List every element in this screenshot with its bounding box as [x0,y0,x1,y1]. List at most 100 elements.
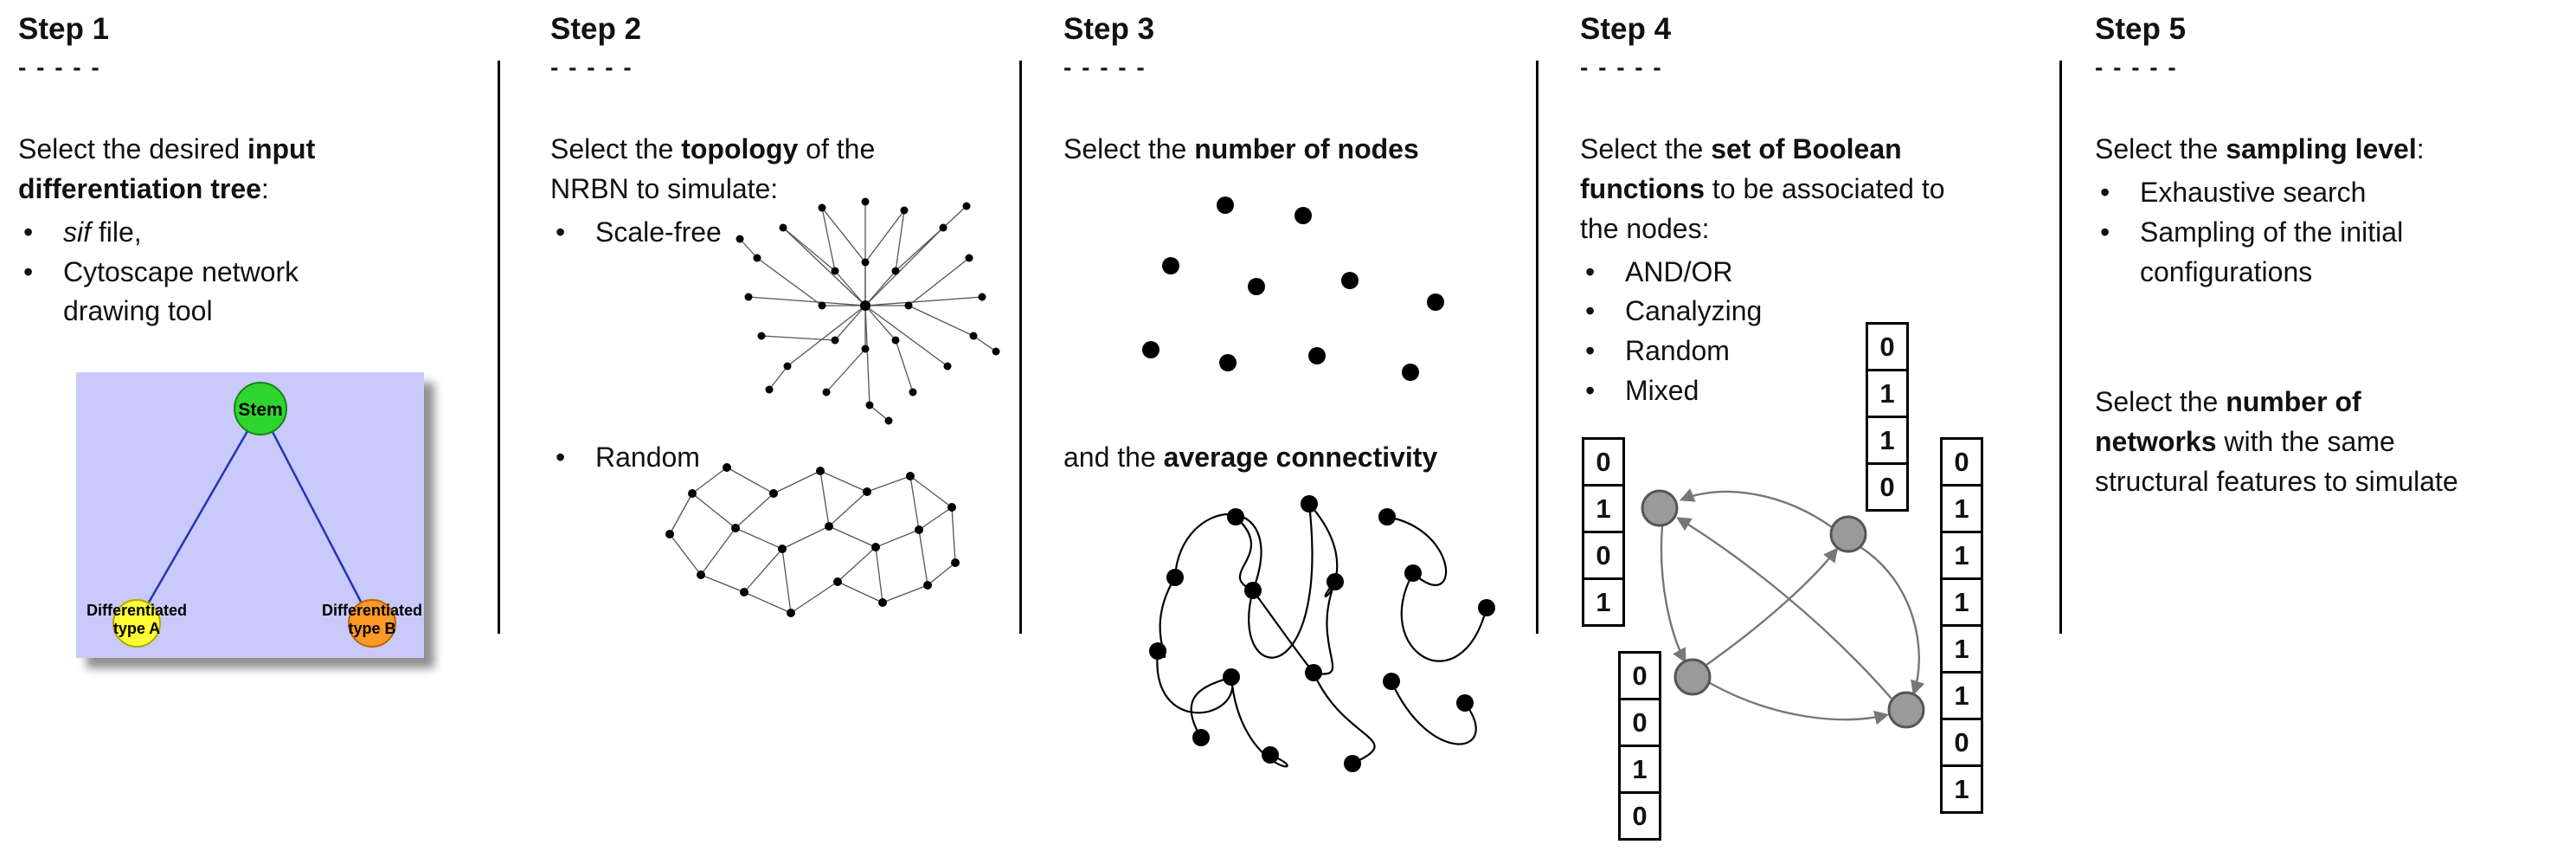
random-edges [669,467,956,614]
bullet-text: Scale-free [595,213,1005,253]
boolean-network-figure: 0 1 0 1 0 1 1 0 0 1 1 1 1 1 0 1 0 0 1 0 [1575,312,2003,851]
boolean-network-arrows [1660,488,1925,725]
bullet-marker: • [23,216,34,248]
text: configurations [2140,255,2313,287]
network-node [1641,489,1679,527]
connectivity-tangle-figure [1127,478,1530,785]
network-node [1829,515,1867,553]
step5-intro: Select the sampling level: [2095,130,2569,170]
text: AND/OR [1625,255,1733,287]
table-cell: 0 [1618,651,1661,700]
table-cell: 1 [1582,484,1625,533]
text: Scale-free [595,216,722,248]
type-b-label-line1: Differentiated [322,602,422,619]
table-cell: 0 [1940,437,1983,487]
table-cell: 1 [1940,671,1983,720]
type-a-label-line2: type A [113,620,160,637]
step1-heading: Step 1 [18,12,110,46]
bullet-item: • Exhaustive search [2095,173,2569,213]
step3-column: Step 3 - - - - - Select the number of no… [1063,12,1600,835]
step2-column: Step 2 - - - - - Select the topology of … [550,12,1005,835]
bullet-text: Mixed [1625,371,2039,411]
type-a-label-line1: Differentiated [87,602,187,619]
scale-free-nodes [736,197,1000,425]
bullet-item: • Mixed [1580,371,2039,411]
text: to be associated to [1704,173,1945,204]
bullet-text: Exhaustive search [2140,173,2569,213]
table-cell: 1 [1866,369,1909,418]
table-cell: 1 [1940,577,1983,627]
bullet-text: Canalyzing [1625,292,2039,332]
text: and the [1063,442,1164,473]
text-bold: differentiation tree [18,173,261,204]
table-cell: 0 [1582,437,1625,487]
stem-node-label: Stem [238,400,282,420]
bullet-text: Random [1625,332,2039,371]
table-cell: 0 [1866,322,1909,371]
type-a-node [112,599,161,648]
truth-table-top: 0 1 1 0 [1866,322,1909,512]
random-network-svg [665,463,960,617]
bullet-marker: • [23,255,34,287]
step4-column: Step 4 - - - - - Select the set of Boole… [1580,12,2039,835]
tree-edge [135,408,262,624]
text: Cytoscape network [63,255,299,287]
text: Exhaustive search [2140,177,2367,208]
divider-1 [498,61,500,634]
step2-heading: Step 2 [550,12,642,46]
text: Random [595,442,700,473]
divider-4 [2059,61,2062,634]
bullet-item: • sif file, [18,213,492,253]
step4-dashes: - - - - - [1580,54,1663,81]
step5-dashes: - - - - - [2095,54,2178,81]
bullet-marker: • [1585,335,1596,366]
text: drawing tool [63,295,213,327]
bullet-text: Cytoscape network drawing tool [63,253,492,332]
text: structural features to simulate [2095,465,2458,497]
text-bold: topology [681,133,799,165]
table-cell: 0 [1582,531,1625,580]
step3-heading: Step 3 [1063,12,1155,46]
text: Select the [2095,133,2226,165]
tree-edge [259,408,374,624]
bullet-item: • Random [1580,332,2039,371]
step4-bullets: • AND/OR • Canalyzing • Random • Mixed [1580,253,2039,411]
divider-3 [1536,61,1539,634]
step4-heading: Step 4 [1580,12,1672,46]
table-cell: 0 [1866,462,1909,512]
step3-para2: and the average connectivity [1063,438,1583,478]
type-b-label-line2: type B [348,620,395,637]
type-b-node [348,599,396,648]
bullet-text: Random [595,438,853,478]
bullet-marker: • [1585,374,1596,406]
bullet-text: AND/OR [1625,253,2039,293]
text: with the same [2216,425,2395,457]
table-cell: 0 [1940,718,1983,767]
stem-node [234,382,287,435]
text-bold: number of nodes [1194,133,1419,165]
step1-dashes: - - - - - [18,54,101,81]
text-bold: functions [1580,173,1705,204]
step1-column: Step 1 - - - - - Select the desired inpu… [18,12,492,835]
text: Select the [550,133,682,165]
step3-intro: Select the number of nodes [1063,130,1600,170]
text-italic: sif [63,216,91,248]
scale-free-network-figure [731,180,1001,437]
random-network-figure [651,443,975,638]
bullet-marker: • [1585,295,1596,327]
bullet-item: • Cytoscape network drawing tool [18,253,492,332]
bullet-marker: • [2100,216,2110,248]
bullet-marker: • [556,216,566,248]
boolean-network-nodes [1641,489,1925,729]
text-bold: input [247,133,316,165]
text: Mixed [1625,374,1699,406]
text-bold: number of [2226,386,2361,417]
bullet-marker: • [2100,177,2110,208]
table-cell: 1 [1582,577,1625,627]
step3-dashes: - - - - - [1063,54,1147,81]
bullet-marker: • [1585,255,1596,287]
scale-free-edges [739,202,997,422]
table-cell: 1 [1940,764,1983,814]
